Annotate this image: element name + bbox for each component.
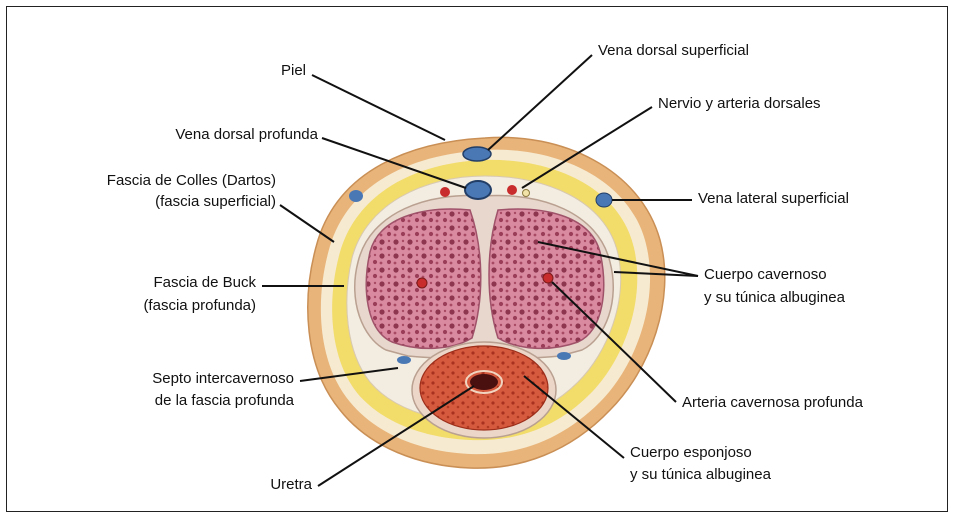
label-fascia-buck-1: Fascia de Buck [60,274,256,292]
vena-dorsal-profunda-vessel [465,181,491,199]
label-vena-dorsal-superficial: Vena dorsal superficial [598,42,749,60]
label-septo-2: de la fascia profunda [60,392,294,410]
label-cuerpo-esponjoso-1: Cuerpo esponjoso [630,444,752,462]
label-fascia-colles-1: Fascia de Colles (Dartos) [30,172,276,190]
label-fascia-colles-2: (fascia superficial) [30,193,276,211]
arteria-cavernosa-left [417,278,427,288]
leader-piel [312,75,445,140]
label-piel: Piel [200,62,306,80]
leader-vena-dorsal-superficial [488,55,592,150]
label-uretra: Uretra [200,476,312,494]
label-fascia-buck-2: (fascia profunda) [60,297,256,315]
arteria-cavernosa-right [543,273,553,283]
label-cuerpo-cavernoso-2: y su túnica albuginea [704,289,845,307]
label-nervio-arteria: Nervio y arteria dorsales [658,95,821,113]
label-vena-dorsal-profunda: Vena dorsal profunda [100,126,318,144]
vena-septo-left [397,356,411,364]
arteria-dorsal-left [440,187,450,197]
label-vena-lateral: Vena lateral superficial [698,190,849,208]
label-cuerpo-cavernoso-1: Cuerpo cavernoso [704,266,827,284]
vena-septo-right [557,352,571,360]
arteria-dorsal-right [507,185,517,195]
label-septo-1: Septo intercavernoso [60,370,294,388]
vena-dorsal-superficial-vessel [463,147,491,161]
nervio-dorsal-right [523,190,530,197]
label-arteria-cavernosa: Arteria cavernosa profunda [682,394,863,412]
label-cuerpo-esponjoso-2: y su túnica albuginea [630,466,771,484]
urethra [470,374,498,390]
vena-lateral-left [349,190,363,202]
vena-lateral-right [596,193,612,207]
